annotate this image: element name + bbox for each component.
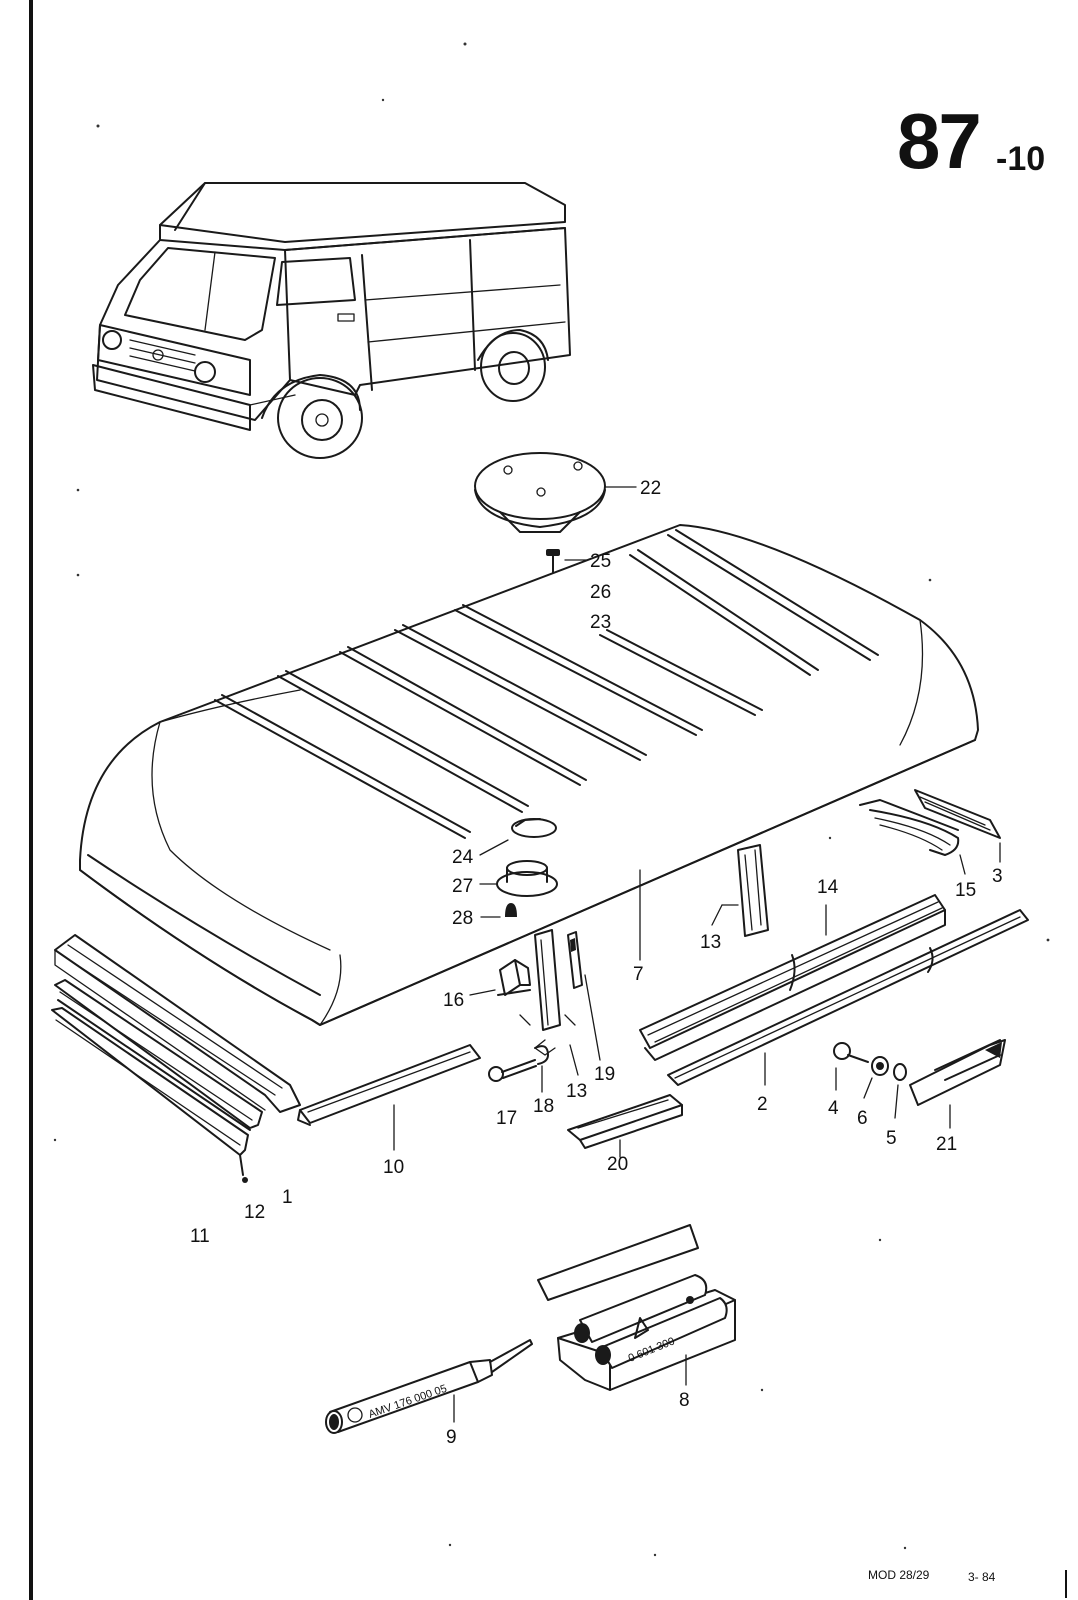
rail-part-11	[51, 1007, 249, 1183]
footer: MOD 28/29 3- 84	[868, 1568, 996, 1584]
label-6: 6	[857, 1108, 868, 1129]
label-8: 8	[679, 1390, 690, 1411]
bracket-part-21	[909, 1039, 1006, 1129]
clip-part-16	[469, 959, 531, 996]
rail-part-3	[914, 789, 1001, 863]
part-labels: 22 25 26 23 24 27 28 7 13 14 15 3 16 19 …	[190, 478, 1003, 1448]
clip-part-18	[534, 1045, 549, 1093]
label-14: 14	[817, 877, 839, 898]
label-11: 11	[190, 1226, 210, 1247]
washer-part-5	[893, 1063, 907, 1119]
bolt-part-17	[488, 1059, 537, 1082]
trim-part-20	[567, 1094, 683, 1158]
footer-model: MOD 28/29	[868, 1568, 930, 1582]
label-26: 26	[590, 582, 611, 603]
label-3: 3	[992, 866, 1003, 887]
label-22: 22	[640, 478, 661, 499]
van-illustration	[92, 182, 571, 459]
footer-date: 3- 84	[968, 1570, 996, 1584]
label-15: 15	[955, 880, 976, 901]
label-19: 19	[594, 1064, 615, 1085]
sealant-box-part-8: 0 601 300	[537, 1224, 736, 1391]
label-17: 17	[496, 1108, 517, 1129]
rail-part-15	[859, 799, 966, 875]
label-20: 20	[607, 1154, 628, 1175]
pillar-part-13-left	[519, 929, 579, 1076]
label-13-right: 13	[700, 932, 721, 953]
pillar-part-13-right	[711, 844, 769, 937]
label-23: 23	[590, 612, 611, 633]
page-number-main: 87	[897, 97, 980, 185]
rail-part-10	[297, 1044, 481, 1151]
label-5: 5	[886, 1128, 897, 1149]
label-4: 4	[828, 1098, 839, 1119]
label-18: 18	[533, 1096, 554, 1117]
page-number: 87 -10	[897, 97, 1045, 185]
label-1: 1	[282, 1187, 293, 1208]
caulking-tube-part-9: AMV 176 000 05	[325, 1339, 533, 1434]
bolt-part-4	[833, 1042, 869, 1091]
sill-part-14	[639, 894, 946, 1061]
flange-part-27	[479, 860, 558, 897]
label-24: 24	[452, 847, 474, 868]
label-13-left: 13	[566, 1081, 587, 1102]
roof-vent-part-22	[474, 452, 637, 533]
sill-part-2	[667, 909, 1029, 1086]
label-25: 25	[590, 551, 611, 572]
strip-part-19	[567, 931, 601, 1061]
scan-specks	[53, 42, 1050, 1557]
ring-part-24	[479, 818, 557, 856]
label-2: 2	[757, 1094, 768, 1115]
page-number-sub: -10	[996, 140, 1045, 178]
label-21: 21	[936, 1134, 957, 1155]
label-7: 7	[633, 964, 644, 985]
rail-part-12	[54, 979, 263, 1131]
roof-panel-part-7	[79, 524, 979, 1026]
label-10: 10	[383, 1157, 404, 1178]
label-16: 16	[443, 990, 464, 1011]
rail-part-1	[54, 934, 301, 1113]
label-28: 28	[452, 908, 473, 929]
label-27: 27	[452, 876, 473, 897]
nut-part-6	[863, 1056, 889, 1099]
rivet-part-28	[480, 903, 517, 918]
label-12: 12	[244, 1202, 265, 1223]
label-9: 9	[446, 1427, 457, 1448]
